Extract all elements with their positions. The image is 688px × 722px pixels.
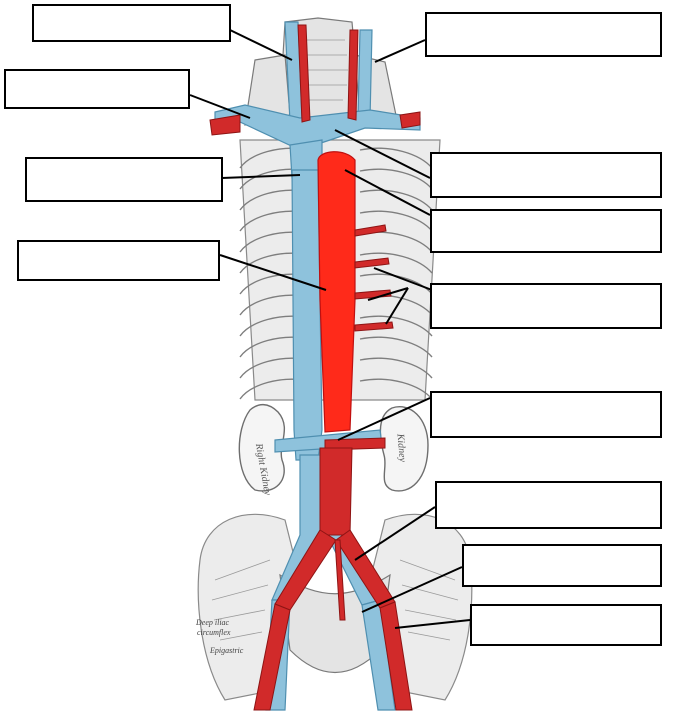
- pointer-2: [374, 39, 426, 63]
- arterial-system: [209, 24, 421, 711]
- label-box-5[interactable]: [430, 152, 662, 198]
- pointer-9: [337, 397, 431, 441]
- label-box-3[interactable]: [4, 69, 190, 109]
- pointer-12: [394, 619, 471, 629]
- pointer-10: [354, 506, 436, 561]
- label-box-4[interactable]: [25, 157, 223, 202]
- pointer-6: [334, 129, 431, 179]
- pointer-3: [189, 94, 251, 119]
- rib-right: [359, 189, 433, 211]
- label-box-1[interactable]: [32, 4, 231, 42]
- rib-right: [359, 315, 433, 337]
- label-box-11[interactable]: [462, 544, 662, 587]
- rib-right: [359, 147, 433, 169]
- pelvis-text: Deep iliac circumflex Epigastric: [195, 618, 244, 655]
- label-box-12[interactable]: [470, 604, 662, 646]
- label-box-9[interactable]: [430, 391, 662, 438]
- label-box-10[interactable]: [435, 481, 662, 529]
- kidneys: Right Kidney Kidney: [238, 403, 429, 497]
- deep-iliac-text: Deep iliac: [195, 618, 230, 627]
- pointer-8c: [385, 287, 409, 325]
- epigastric-text: Epigastric: [209, 646, 244, 655]
- circumflex-text: circumflex: [197, 628, 231, 637]
- left-kidney-text: Kidney: [394, 432, 408, 463]
- pointer-lines: [189, 29, 471, 629]
- label-box-7[interactable]: [17, 240, 220, 281]
- rib-right: [359, 357, 433, 379]
- label-box-2[interactable]: [425, 12, 662, 57]
- rib-right: [359, 252, 433, 274]
- label-box-8[interactable]: [430, 283, 662, 329]
- pointer-5: [219, 254, 327, 291]
- pointer-4: [221, 174, 301, 179]
- pointer-7: [344, 169, 431, 216]
- pointer-1: [229, 29, 293, 61]
- pointer-8b: [367, 287, 409, 301]
- pointer-8a: [373, 267, 433, 291]
- rib-right: [359, 273, 433, 295]
- rib-right: [359, 336, 433, 358]
- rib-right: [359, 168, 433, 190]
- rib-right: [359, 378, 433, 400]
- pointer-11: [361, 566, 463, 613]
- label-box-6[interactable]: [430, 209, 662, 253]
- neck-region: [244, 17, 399, 126]
- rib-right: [359, 210, 433, 232]
